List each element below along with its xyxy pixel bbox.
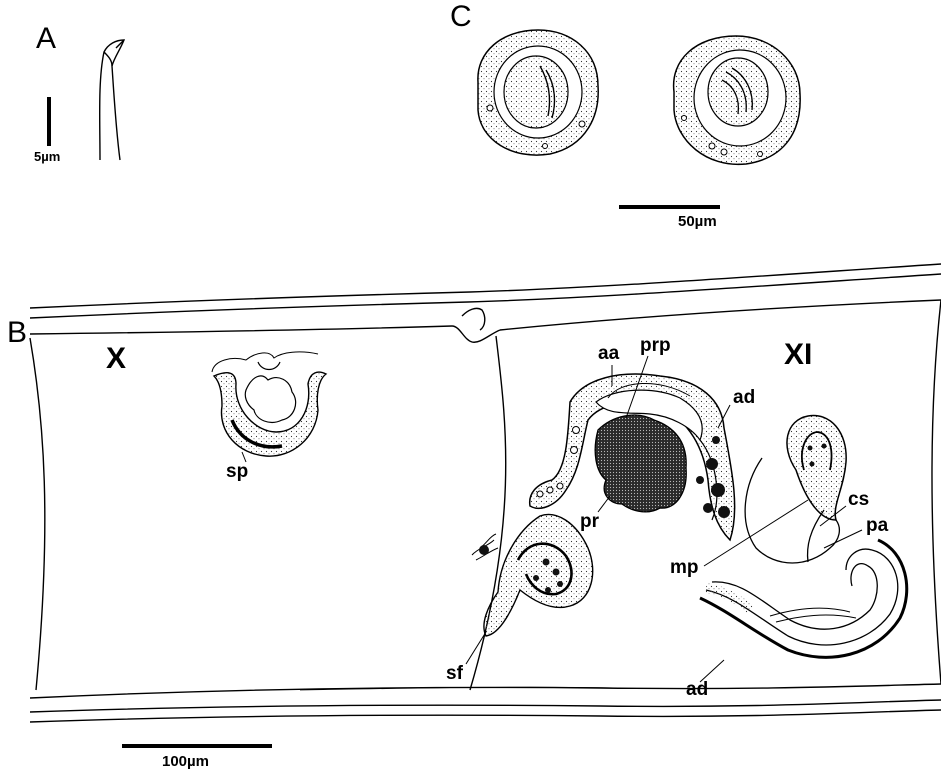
label-sp: sp xyxy=(226,462,248,481)
prostate-drawing xyxy=(530,374,735,540)
spermathecal-pore-drawing xyxy=(212,352,326,456)
label-pr: pr xyxy=(580,512,599,531)
label-sf: sf xyxy=(446,664,463,683)
segment-label-x: X xyxy=(106,344,126,374)
segment-label-xi: XI xyxy=(784,340,812,370)
label-ad-lower: ad xyxy=(686,680,708,699)
copulatory-sac-drawing xyxy=(745,415,846,563)
label-prp: prp xyxy=(640,336,671,355)
scale-label-b: 100µm xyxy=(162,754,209,769)
panel-label-c: C xyxy=(450,2,472,32)
label-mp: mp xyxy=(670,558,699,577)
cross-section-left xyxy=(478,30,598,155)
male-pore-drawing xyxy=(472,514,593,636)
chaeta-drawing xyxy=(100,40,124,160)
atrial-duct-lower-drawing xyxy=(700,540,907,657)
label-ad-upper: ad xyxy=(733,388,755,407)
scale-label-c: 50µm xyxy=(678,214,717,229)
cross-section-right xyxy=(674,36,801,164)
body-wall xyxy=(30,264,941,722)
sperm-funnel-tuft xyxy=(479,545,489,555)
label-aa: aa xyxy=(598,344,619,363)
panel-label-b: B xyxy=(7,318,27,348)
scale-label-a: 5µm xyxy=(34,150,60,163)
label-cs: cs xyxy=(848,490,869,509)
label-pa: pa xyxy=(866,516,888,535)
panel-label-a: A xyxy=(36,24,56,54)
